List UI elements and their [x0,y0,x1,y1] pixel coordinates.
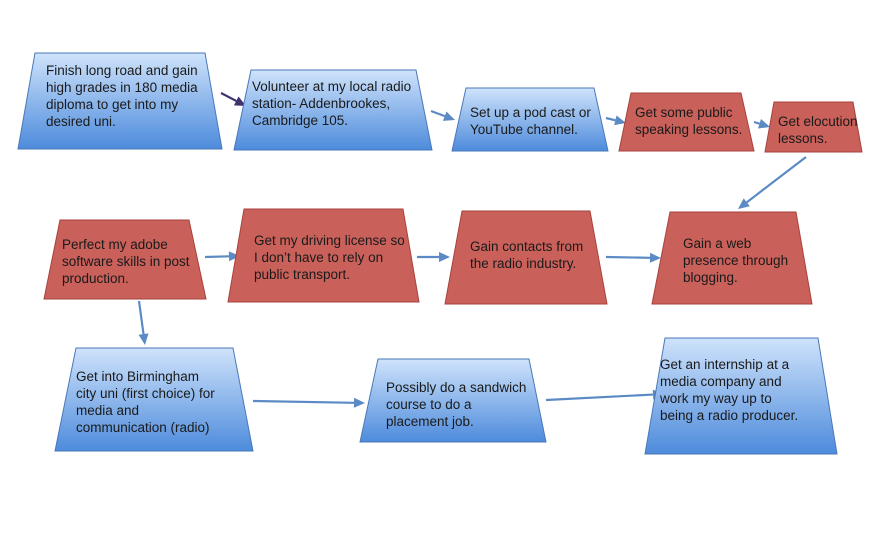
flow-box-n5 [764,101,863,153]
flow-arrow-n6-to-n10 [137,300,149,345]
flow-box-label-n3: Set up a pod cast or YouTube channel. [470,105,591,137]
flow-box-label-n11: Possibly do a sandwich course to do a pl… [386,380,527,429]
flow-box-label-n6: Perfect my adobe software skills in post… [62,237,190,286]
flow-box-n3 [451,87,609,152]
flow-arrow-n3-to-n4 [605,115,626,126]
flow-box-n8 [444,210,608,305]
flow-arrow-n8-to-n9 [605,252,661,263]
flow-box-n11 [359,358,547,443]
flow-arrow-n6-to-n7 [204,251,240,262]
flow-box-n12 [644,337,838,455]
flow-box-label-n10: Get into Birmingham city uni (first choi… [76,369,215,435]
flow-box-label-n2: Volunteer at my local radio station- Add… [252,79,412,128]
flow-box-n1 [17,52,223,150]
flow-arrow-n2-to-n3 [430,109,455,121]
flow-box-label-n12: Get an internship at a media company and… [660,357,799,423]
flow-box-n2 [233,69,433,151]
flow-arrow-n1-to-n2 [220,92,246,106]
flow-box-n7 [227,208,420,303]
flow-arrow-n5-to-n9 [738,156,807,209]
flow-arrow-n4-to-n5 [753,118,770,129]
flow-box-label-n9: Gain a web presence through blogging. [683,236,789,285]
flow-box-label-n4: Get some public speaking lessons. [635,105,743,137]
flow-arrow-n11-to-n12 [545,389,664,402]
flow-box-n9 [651,211,813,305]
flow-box-n6 [43,219,207,300]
flow-box-label-n5: Get elocution lessons. [778,114,858,146]
flow-box-label-n7: Get my driving license so I don’t have t… [254,233,405,282]
flow-box-label-n1: Finish long road and gain high grades in… [46,63,198,129]
flow-arrow-n7-to-n8 [417,252,450,262]
flow-box-label-n8: Gain contacts from the radio industry. [470,239,584,271]
flow-arrow-n10-to-n11 [252,397,365,408]
flow-box-n10 [54,347,254,452]
flow-box-n4 [618,92,755,152]
